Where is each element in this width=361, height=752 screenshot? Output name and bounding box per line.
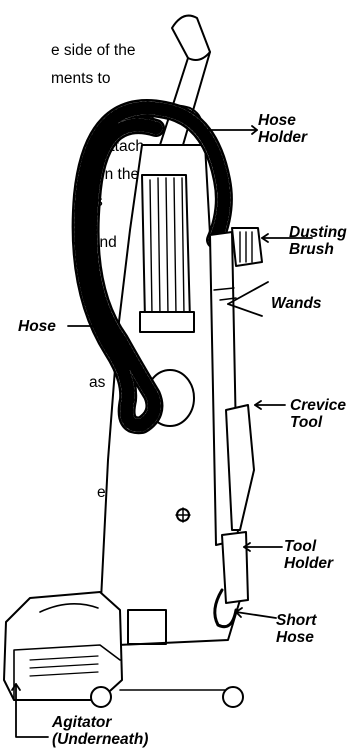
label-crevice-tool: Crevice Tool [290,397,346,431]
label-line: Dusting [289,224,347,241]
tool-holder-part [222,532,248,603]
label-line: Hose [258,112,307,129]
label-hose: Hose [18,318,56,335]
crevice-tool-part [226,405,254,530]
label-agitator: Agitator (Underneath) [52,714,148,748]
rear-wheel [223,687,243,707]
label-wands: Wands [271,295,322,312]
label-line: Holder [258,129,307,146]
dusting-brush-part [232,228,262,266]
front-wheel [91,687,111,707]
label-short-hose: Short Hose [276,612,316,646]
label-line: Crevice [290,397,346,414]
label-line: Hose [276,629,316,646]
label-line: Agitator [52,714,148,731]
label-line: Tool [284,538,333,555]
label-dusting-brush: Dusting Brush [289,224,347,258]
label-line: Tool [290,414,346,431]
handle-grip [172,16,210,60]
power-nozzle [4,592,122,700]
label-line: Brush [289,241,347,258]
label-tool-holder: Tool Holder [284,538,333,572]
cord-clip [140,312,194,332]
label-line: Short [276,612,316,629]
label-hose-holder: Hose Holder [258,112,307,146]
label-line: Holder [284,555,333,572]
label-line: (Underneath) [52,731,148,748]
